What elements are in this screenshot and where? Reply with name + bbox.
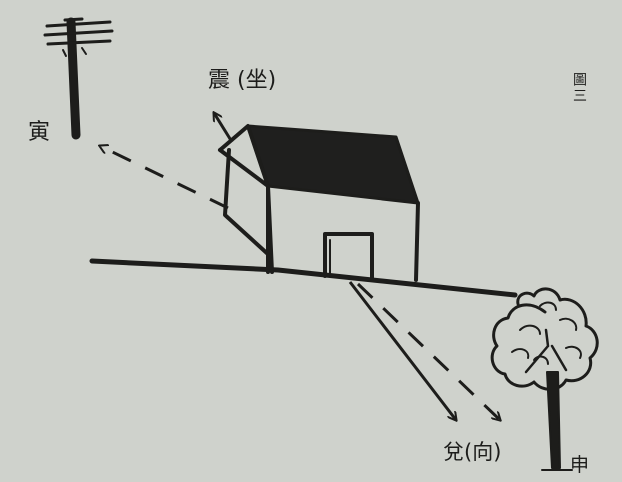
label-shen: 申 xyxy=(570,454,590,476)
figure-number: 圖三 xyxy=(571,72,587,104)
facing-arrow xyxy=(348,281,456,420)
label-yin: 寅 xyxy=(28,120,51,145)
dashed-line-to-shen xyxy=(356,282,500,420)
ground-line xyxy=(89,258,518,298)
utility-pole-icon xyxy=(43,17,114,140)
tree-icon xyxy=(490,287,599,471)
house-icon xyxy=(218,124,420,282)
dashed-line-to-yin xyxy=(100,146,229,210)
sitting-arrow xyxy=(214,113,234,143)
label-zhen-sitting: 震 (坐) xyxy=(208,68,277,93)
label-dui-facing: 兌(向) xyxy=(443,440,502,464)
